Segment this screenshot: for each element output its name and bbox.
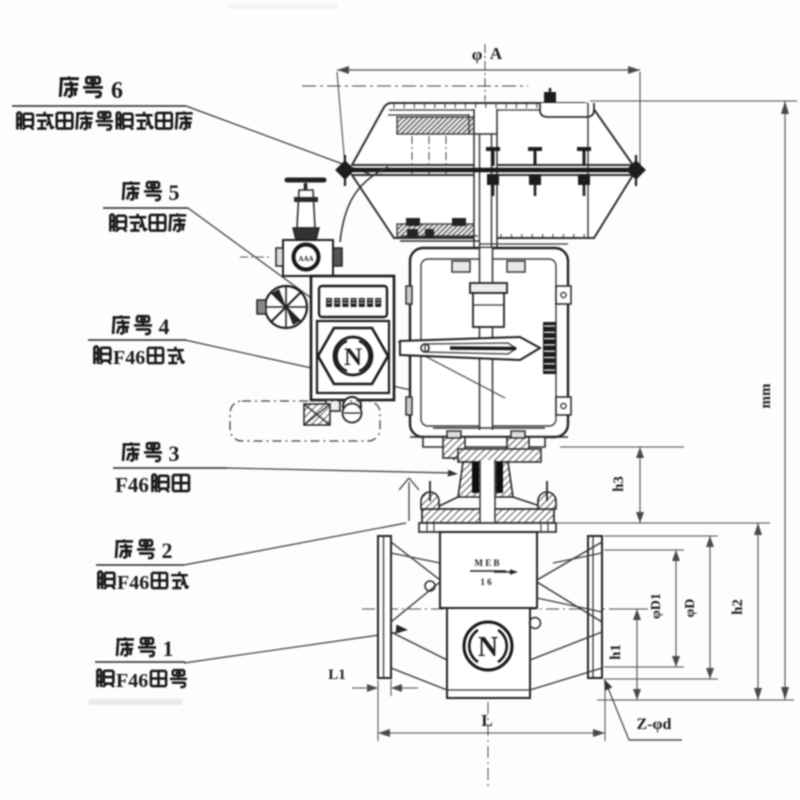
svg-text:4: 4 (159, 314, 170, 339)
svg-text:F46: F46 (115, 473, 149, 497)
svg-text:3: 3 (169, 441, 180, 466)
svg-text:mm: mm (758, 383, 774, 408)
svg-text:φD: φD (683, 599, 698, 618)
svg-text:φ: φ (472, 45, 483, 64)
svg-text:1 6: 1 6 (480, 577, 492, 587)
svg-text:Z-φd: Z-φd (637, 716, 672, 733)
svg-text:F46: F46 (113, 347, 145, 369)
svg-text:1: 1 (163, 636, 174, 661)
svg-text:L1: L1 (328, 667, 346, 683)
svg-text:M E B: M E B (474, 558, 499, 568)
svg-text:5: 5 (169, 180, 180, 205)
svg-text:N: N (478, 632, 498, 663)
svg-text:F46: F46 (117, 572, 149, 594)
svg-text:F46: F46 (116, 670, 148, 692)
svg-text:2: 2 (162, 538, 173, 563)
svg-text:N: N (344, 344, 362, 371)
svg-text:6: 6 (111, 78, 123, 104)
svg-text:h3: h3 (611, 476, 627, 492)
svg-text:AAA: AAA (298, 255, 313, 263)
svg-text:L: L (481, 711, 492, 730)
svg-text:A: A (490, 44, 503, 63)
svg-text:h1: h1 (608, 644, 624, 660)
svg-text:φD1: φD1 (649, 593, 664, 619)
svg-text:h2: h2 (730, 599, 746, 615)
